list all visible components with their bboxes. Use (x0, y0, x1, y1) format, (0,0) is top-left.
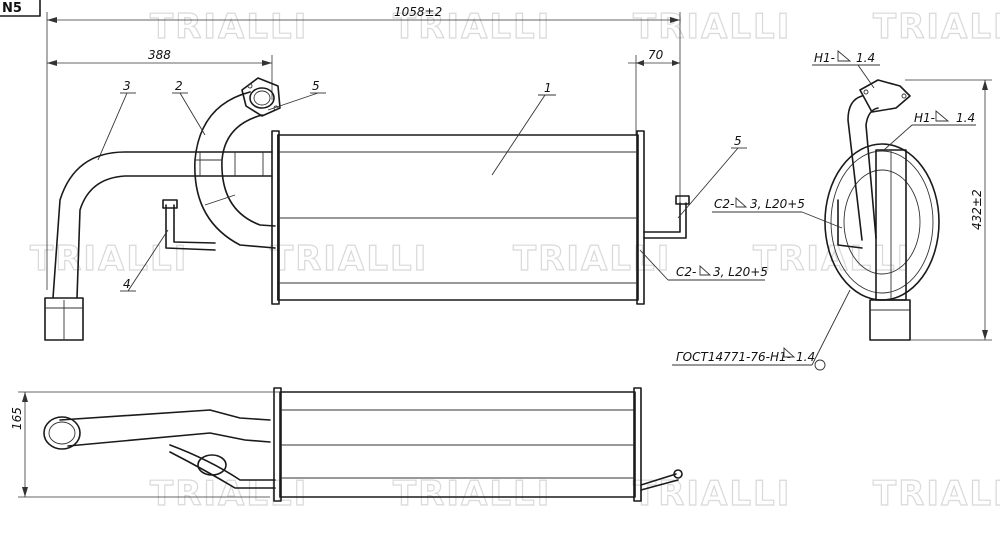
inlet-pipe (44, 151, 273, 341)
dimension-label-depth: 165 (10, 407, 24, 430)
watermark: TRIALLI (633, 7, 791, 47)
weld-note-h1-mid: H1- 1.4 (883, 110, 976, 151)
watermark: TRIALLI (270, 239, 428, 279)
watermark: TRIALLI (393, 7, 551, 47)
weld-h1-top-value: 1.4 (856, 51, 875, 65)
dimension-label-70: 70 (648, 48, 664, 62)
hanger-right (643, 195, 690, 239)
dimension-depth: 165 (10, 391, 280, 498)
bend-pipe (194, 91, 276, 249)
part-callouts-top: 1 2 3 4 5 5 (97, 79, 747, 292)
part-number-5-left: 5 (312, 79, 320, 93)
part-number-5-right: 5 (734, 134, 742, 148)
corner-label-box: N5 (0, 0, 41, 17)
weld-c2-right-label: C2- (714, 197, 734, 211)
dimension-label-length: 1058±2 (394, 5, 442, 19)
weld-note-h1-top: H1- 1.4 (812, 50, 880, 89)
dimension-overall-length: 1058±2 (46, 5, 681, 290)
dimension-outlet-offset: 70 (628, 48, 680, 135)
watermark: TRIALLI (150, 7, 308, 47)
corner-label: N5 (2, 1, 22, 16)
hanger-left (162, 199, 216, 251)
part-number-2: 2 (175, 79, 183, 93)
watermark: TRIALLI (393, 474, 551, 514)
watermark: TRIALLI (150, 474, 308, 514)
watermark: TRIALLI (873, 7, 1000, 47)
muffler-body (271, 130, 645, 305)
watermark: TRIALLI (873, 474, 1000, 514)
side-view (824, 79, 940, 341)
bottom-view (43, 387, 683, 502)
weld-gost-label: ГОСТ14771-76-H1- (676, 350, 791, 364)
dimension-label-388: 388 (148, 48, 171, 62)
weld-c2-center-value: 3, L20+5 (713, 265, 768, 279)
weld-note-c2-right: C2- 3, L20+5 (712, 196, 843, 229)
weld-c2-right-value: 3, L20+5 (750, 197, 805, 211)
dimension-height: 432±2 (905, 79, 992, 341)
weld-h1-mid-value: 1.4 (956, 111, 975, 125)
weld-note-c2-center: C2- 3, L20+5 (639, 249, 768, 281)
watermark: TRIALLI (30, 239, 188, 279)
part-number-3: 3 (123, 79, 131, 93)
dimension-inlet-offset: 388 (47, 48, 273, 100)
weld-h1-top-label: H1- (814, 51, 835, 65)
watermark: TRIALLI (513, 239, 671, 279)
part-number-4: 4 (123, 277, 131, 291)
weld-gost-value: 1.4 (796, 350, 815, 364)
weld-note-gost: ГОСТ14771-76-H1- 1.4 (672, 289, 851, 371)
weld-c2-center-label: C2- (676, 265, 696, 279)
weld-h1-mid-label: H1- (914, 111, 935, 125)
part-number-1: 1 (544, 81, 552, 95)
dimension-label-height: 432±2 (970, 189, 984, 230)
inlet-flange (241, 77, 281, 117)
